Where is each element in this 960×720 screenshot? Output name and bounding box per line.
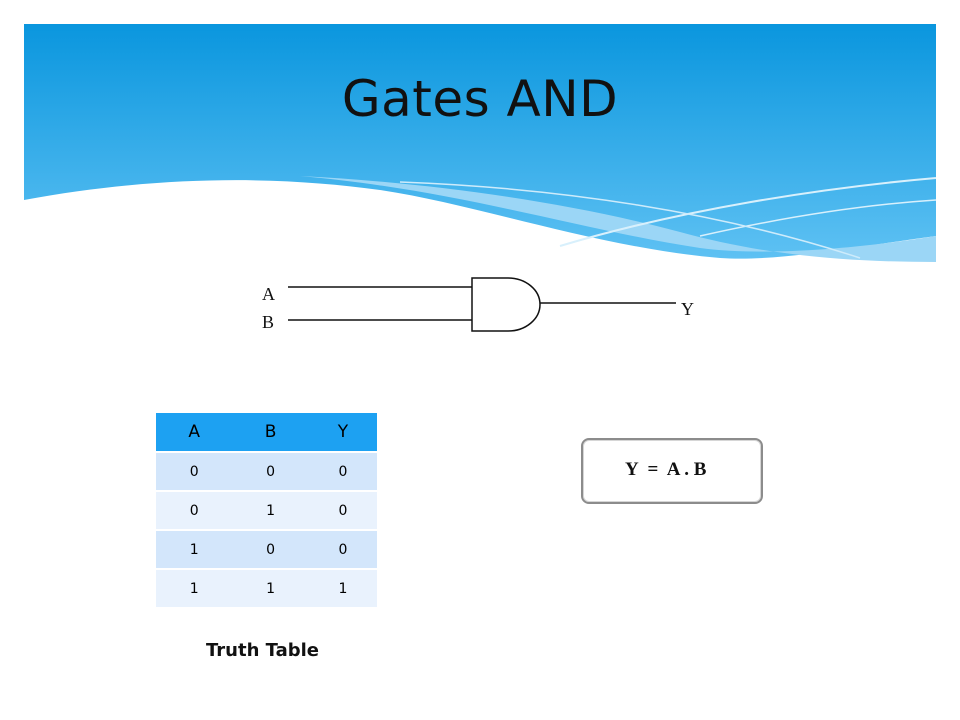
slide-title: Gates AND <box>341 70 619 128</box>
table-cell: 0 <box>156 452 233 492</box>
table-cell: 0 <box>156 491 233 531</box>
table-cell: 0 <box>232 530 309 570</box>
table-cell: 0 <box>232 452 309 492</box>
table-row: 0 0 0 <box>156 452 377 492</box>
table-cell: 0 <box>308 452 377 492</box>
input-b-label: B <box>262 312 274 332</box>
input-a-label: A <box>262 284 275 304</box>
column-header-a: A <box>156 413 233 453</box>
table-cell: 1 <box>232 491 309 531</box>
and-gate-body <box>471 277 541 332</box>
banner-wave-line-3 <box>399 181 861 259</box>
truth-table: A B Y 0 0 0 0 1 0 1 0 0 1 1 <box>156 413 377 609</box>
and-gate-diagram: A B Y <box>262 277 694 332</box>
banner-wave-line-1 <box>559 177 937 247</box>
truth-table-caption: Truth Table <box>205 640 320 661</box>
output-y-label: Y <box>681 299 694 319</box>
header-banner <box>24 24 937 262</box>
table-cell: 1 <box>156 569 233 609</box>
table-cell: 1 <box>308 569 377 609</box>
boolean-equation: Y = A . B <box>625 459 707 480</box>
table-cell: 1 <box>232 569 309 609</box>
equation-box: Y = A . B <box>581 438 763 504</box>
column-header-y: Y <box>308 413 377 453</box>
table-row: 0 1 0 <box>156 491 377 531</box>
table-cell: 0 <box>308 530 377 570</box>
table-row: 1 0 0 <box>156 530 377 570</box>
table-row: 1 1 1 <box>156 569 377 609</box>
column-header-b: B <box>232 413 309 453</box>
table-cell: 0 <box>308 491 377 531</box>
table-cell: 1 <box>156 530 233 570</box>
banner-wave-light <box>300 176 936 262</box>
table-header-row: A B Y <box>156 413 377 453</box>
banner-background <box>24 24 936 259</box>
banner-wave-line-2 <box>699 199 937 237</box>
